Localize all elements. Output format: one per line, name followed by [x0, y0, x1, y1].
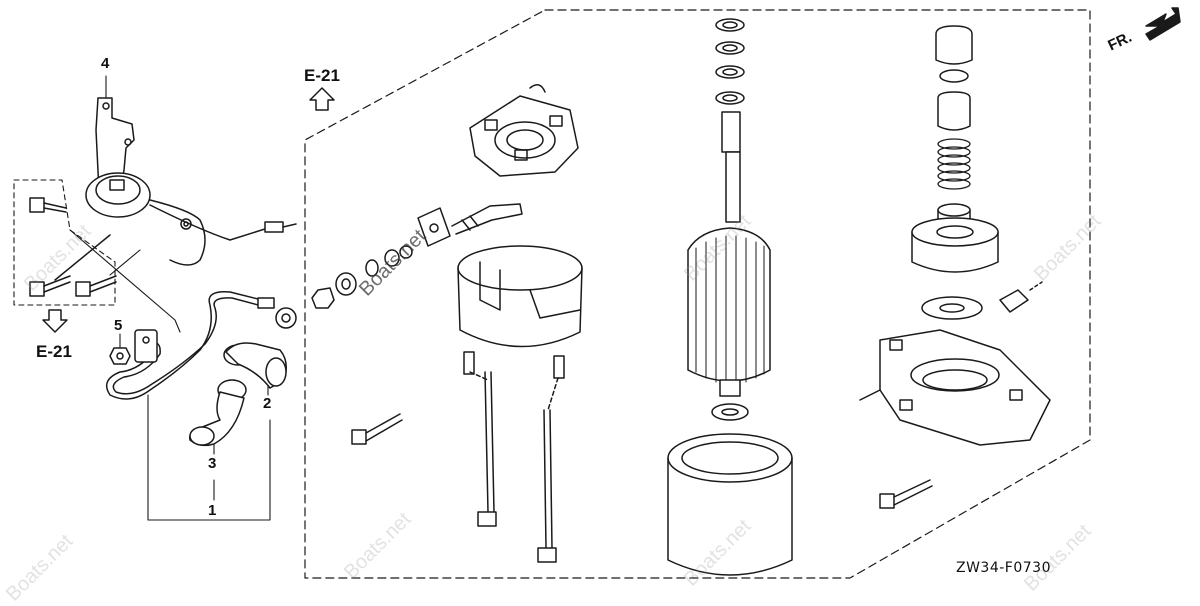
callout-1: 1	[208, 502, 217, 519]
drawing-code: ZW34-F0730	[956, 560, 1051, 576]
terminal-hardware	[311, 203, 523, 309]
yoke-housing	[667, 433, 793, 576]
cable-part-1	[105, 291, 297, 400]
washer-collar	[921, 281, 1043, 320]
callout-2: 2	[263, 395, 272, 412]
nut-part-5	[109, 347, 131, 365]
callout-4: 4	[101, 55, 110, 72]
through-bolts	[463, 351, 565, 563]
shaft-washers	[711, 18, 749, 421]
mounting-bolts	[29, 197, 117, 297]
section-ref-top: E-21	[304, 66, 340, 85]
bolt-group-outline	[13, 179, 116, 306]
end-frame-bolt	[879, 479, 933, 509]
boot-part-2	[223, 342, 287, 389]
flange-bolt	[351, 413, 403, 445]
section-arrows	[42, 87, 335, 333]
drive-parts	[911, 25, 999, 273]
boot-part-3	[188, 379, 247, 447]
callout-5: 5	[114, 317, 123, 334]
relay-bracket	[85, 97, 297, 266]
starter-group-outline	[304, 9, 1091, 579]
end-frame	[859, 329, 1051, 446]
front-direction-arrow	[1145, 7, 1181, 41]
armature	[687, 111, 771, 397]
callout-3: 3	[208, 455, 217, 472]
brush-holder	[469, 84, 579, 177]
section-ref-left: E-21	[36, 342, 72, 361]
front-cover	[457, 245, 583, 348]
